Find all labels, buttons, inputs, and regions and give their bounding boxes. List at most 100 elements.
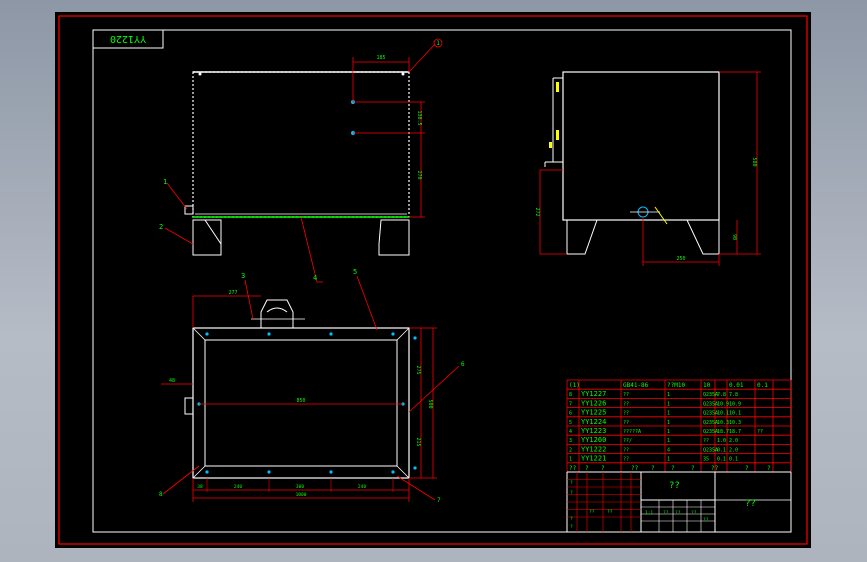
parts-cell: 8: [569, 392, 572, 398]
dim-front-side-lower: 270: [416, 170, 422, 179]
parts-cell: YY1221: [581, 455, 606, 463]
parts-cell: YY1260: [581, 436, 606, 444]
parts-footer-9: ?: [767, 465, 771, 472]
dim-side-height: 580: [751, 157, 757, 166]
parts-footer-2: ?: [601, 465, 605, 472]
parts-cell: ??: [623, 457, 629, 463]
parts-cell: 0.1: [717, 447, 726, 453]
parts-cell: 1: [667, 429, 670, 435]
outer-frame: [58, 15, 808, 545]
parts-cell: 1.0: [717, 438, 726, 444]
title-small-cell: ??: [663, 510, 669, 516]
title-small-cell: ?: [570, 516, 573, 522]
parts-cell: 10.3: [729, 420, 741, 426]
title-right-label: ??: [745, 499, 756, 509]
cad-viewport[interactable]: YY1220 185 138.5 270 1 1: [55, 12, 811, 548]
parts-cell: ?????A: [623, 429, 641, 435]
parts-cell: ??: [703, 438, 709, 444]
balloon-6: 6: [461, 361, 465, 368]
parts-cell: Q235A: [703, 420, 718, 426]
parts-cell: 7.8: [729, 392, 738, 398]
parts-cell: 4: [569, 429, 572, 435]
parts-cell: 6: [569, 411, 572, 417]
parts-cell: ??: [623, 401, 629, 407]
parts-cell: 1: [667, 401, 670, 407]
parts-cell: 2.0: [729, 447, 738, 453]
parts-cell: 10.9: [717, 401, 729, 407]
top-inner-box: [204, 339, 398, 467]
parts-footer-8: ?: [745, 465, 749, 472]
parts-header-1: GB41-86: [623, 382, 649, 389]
drawing-number: YY1220: [110, 33, 146, 44]
parts-footer-3: ??: [631, 465, 639, 472]
parts-cell: 2: [569, 447, 572, 453]
parts-cell: ??: [623, 447, 629, 453]
drawing-border: [92, 29, 792, 533]
title-small-cell: ??: [607, 509, 613, 515]
parts-footer-1: ?: [585, 465, 589, 472]
parts-cell: 7.8: [717, 392, 726, 398]
balloon-1: 1: [163, 178, 167, 186]
parts-cell: ??: [623, 420, 629, 426]
dim-top-seg-4: 240: [358, 484, 366, 490]
parts-cell: 4: [667, 447, 670, 453]
balloon-4: 4: [313, 274, 317, 282]
parts-cell: 10.1: [717, 411, 729, 417]
parts-header-3: 10: [703, 382, 711, 389]
parts-header-0: (1): [569, 382, 580, 389]
dim-front-top: 185: [376, 55, 385, 61]
parts-cell: Q235A: [703, 411, 718, 417]
dim-top-seg-1: 38: [197, 484, 203, 490]
drawing-number-box: YY1220: [92, 29, 164, 49]
parts-cell: 1: [667, 411, 670, 417]
parts-cell: Q235A: [703, 392, 718, 398]
title-small-cell: ?: [570, 490, 573, 496]
parts-header-2: ??M10: [667, 382, 685, 389]
title-small-cell: 1:1: [645, 510, 653, 516]
dim-top-width: 277: [228, 290, 237, 296]
title-small-cell: ??: [589, 509, 595, 515]
parts-cell: 35: [703, 457, 709, 463]
parts-cell: YY1225: [581, 409, 606, 417]
drawing-canvas: YY1220 185 138.5 270 1 1: [58, 15, 808, 545]
dim-top-seg-2: 240: [234, 484, 242, 490]
parts-cell: 7: [569, 401, 572, 407]
balloon-2: 2: [159, 223, 163, 231]
front-right-leg: [378, 219, 410, 256]
parts-cell: Q235A: [703, 429, 718, 435]
title-small-cell: ?: [570, 524, 573, 530]
balloon-3: 3: [241, 272, 245, 280]
parts-cell: 10.3: [717, 420, 729, 426]
parts-cell: YY1224: [581, 418, 606, 426]
balloon-1-top: 1: [436, 40, 440, 47]
parts-cell: 1: [667, 438, 670, 444]
title-center-label: ??: [669, 481, 680, 491]
title-small-cell: ??: [675, 510, 681, 516]
parts-cell: 1: [667, 392, 670, 398]
parts-cell: YY1227: [581, 390, 606, 398]
dim-side-bottom: 250: [676, 256, 685, 262]
parts-cell: 1: [667, 457, 670, 463]
front-box: [192, 71, 410, 218]
parts-cell: YY1226: [581, 399, 606, 407]
parts-cell: Q235A: [703, 447, 718, 453]
title-small-cell: ?: [570, 480, 573, 486]
dim-top-inner: 850: [296, 398, 305, 404]
bolt-holes: [197, 332, 417, 474]
parts-cell: YY1223: [581, 427, 606, 435]
side-view: 580 90 272 250: [534, 71, 761, 266]
parts-cell: 18.7: [729, 429, 741, 435]
parts-header-5: 0.01: [729, 382, 744, 389]
parts-cell: 5: [569, 420, 572, 426]
parts-footer-4: ?: [651, 465, 655, 472]
parts-cell: 10.1: [729, 411, 741, 417]
parts-cell: ??: [757, 429, 763, 435]
parts-cell: 3: [569, 438, 572, 444]
dim-front-side-upper: 138.5: [416, 110, 422, 125]
front-view: 185 138.5 270 1 1 2 4: [159, 38, 443, 283]
dim-top-right-a: 275: [415, 365, 421, 374]
parts-footer-0: ??: [569, 465, 577, 472]
parts-cell: 10.9: [729, 401, 741, 407]
parts-cell: ??: [623, 392, 629, 398]
